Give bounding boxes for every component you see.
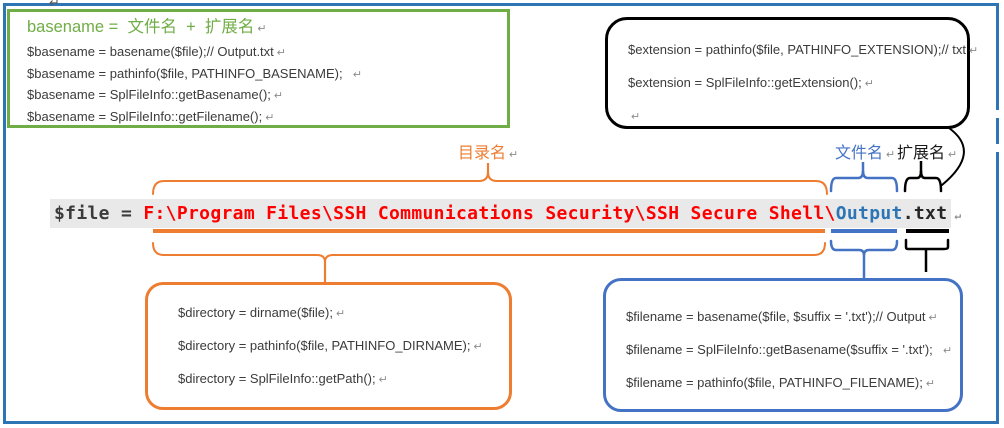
file-variable-prefix: $file = (54, 203, 144, 224)
return-mark: ↵ (273, 90, 284, 102)
return-mark: ↵ (352, 68, 363, 81)
return-mark: ↵ (928, 312, 938, 324)
filename-code-line: $filename = SplFileInfo::getBasename($su… (626, 334, 960, 367)
return-mark: ↵ (631, 111, 641, 123)
extension-label: 扩展名↵ (897, 139, 957, 163)
code-text: $extension = pathinfo($file, PATHINFO_EX… (628, 42, 967, 57)
return-mark: ↵ (257, 23, 267, 35)
return-mark: ↵ (925, 378, 936, 390)
return-mark: ↵ (969, 45, 979, 57)
code-text: $directory = dirname($file); (178, 305, 333, 320)
code-text: $filename = basename($file, $suffix = '.… (626, 309, 926, 324)
return-mark: ↵ (276, 47, 286, 59)
return-mark: ↵ (886, 149, 896, 161)
basename-code-line: $basename = pathinfo($file, PATHINFO_BAS… (27, 64, 507, 86)
code-text: $directory = SplFileInfo::getPath(); (178, 371, 376, 386)
cropped-return-mark: ↵ (49, 0, 60, 10)
code-text: $filename = SplFileInfo::getBasename($su… (626, 342, 940, 357)
extension-code-line: $extension = SplFileInfo::getExtension()… (628, 67, 967, 100)
filename-code-line: $filename = pathinfo($file, PATHINFO_FIL… (626, 367, 960, 400)
file-path-highlight: $file = F:\Program Files\SSH Communicati… (50, 199, 952, 228)
basename-textbox: basename = 文件名 + 扩展名↵ $basename = basena… (7, 9, 510, 128)
return-mark: ↵ (509, 149, 519, 161)
code-text: $extension = SplFileInfo::getExtension()… (628, 75, 862, 90)
return-mark: ↵ (265, 111, 275, 124)
basename-code-line: $basename = SplFileInfo::getBasename();↵ (27, 85, 507, 107)
return-mark: ↵ (954, 209, 962, 222)
filename-label-text: 文件名 (835, 145, 884, 162)
code-text: $basename = SplFileInfo::getBasename(); (27, 87, 271, 102)
return-mark: ↵ (378, 374, 388, 386)
file-path-line: $file = F:\Program Files\SSH Communicati… (50, 199, 961, 228)
filename-code-line: $filename = basename($file, $suffix = '.… (626, 301, 960, 334)
directory-callout-box: $directory = dirname($file);↵ $directory… (145, 282, 512, 410)
directory-code-line: $directory = dirname($file);↵ (178, 297, 509, 330)
right-border-gap-lower (991, 144, 1001, 152)
return-mark: ↵ (948, 149, 958, 161)
directory-label: 目录名↵ (458, 139, 518, 163)
file-path-filename-part: Output (835, 203, 903, 224)
code-text: $basename = pathinfo($file, PATHINFO_BAS… (27, 65, 350, 81)
return-mark: ↵ (473, 341, 483, 353)
return-mark: ↵ (943, 345, 953, 357)
right-border-gap-upper (991, 110, 1001, 118)
file-path-directory-part: F:\Program Files\SSH Communications Secu… (143, 203, 836, 224)
outer-frame-border (3, 3, 999, 424)
code-text: $basename = SplFileInfo::getFilename(); (27, 108, 263, 124)
code-text: $directory = pathinfo($file, PATHINFO_DI… (178, 338, 471, 353)
directory-label-text: 目录名 (458, 145, 507, 162)
directory-code-line: $directory = SplFileInfo::getPath();↵ (178, 363, 509, 396)
file-path-extension-part: .txt (902, 203, 948, 224)
basename-heading: basename = 文件名 + 扩展名↵ (27, 15, 507, 42)
basename-heading-text: basename = 文件名 + 扩展名 (27, 18, 255, 36)
filename-callout-box: $filename = basename($file, $suffix = '.… (603, 278, 963, 412)
filename-label: 文件名↵ (835, 139, 895, 163)
basename-code-line: $basename = basename($file);// Output.tx… (27, 42, 507, 64)
return-mark: ↵ (864, 78, 874, 90)
extension-label-text: 扩展名 (897, 145, 946, 162)
extension-callout-box: $extension = pathinfo($file, PATHINFO_EX… (605, 17, 978, 129)
basename-code-line: $basename = SplFileInfo::getFilename();↵ (27, 107, 507, 129)
code-text: $filename = pathinfo($file, PATHINFO_FIL… (626, 375, 923, 390)
code-text: $basename = basename($file);// Output.tx… (27, 44, 274, 59)
directory-code-line: $directory = pathinfo($file, PATHINFO_DI… (178, 330, 509, 363)
return-mark: ↵ (335, 308, 346, 320)
extension-empty-line: ↵ (628, 100, 967, 133)
extension-code-line: $extension = pathinfo($file, PATHINFO_EX… (628, 34, 978, 67)
